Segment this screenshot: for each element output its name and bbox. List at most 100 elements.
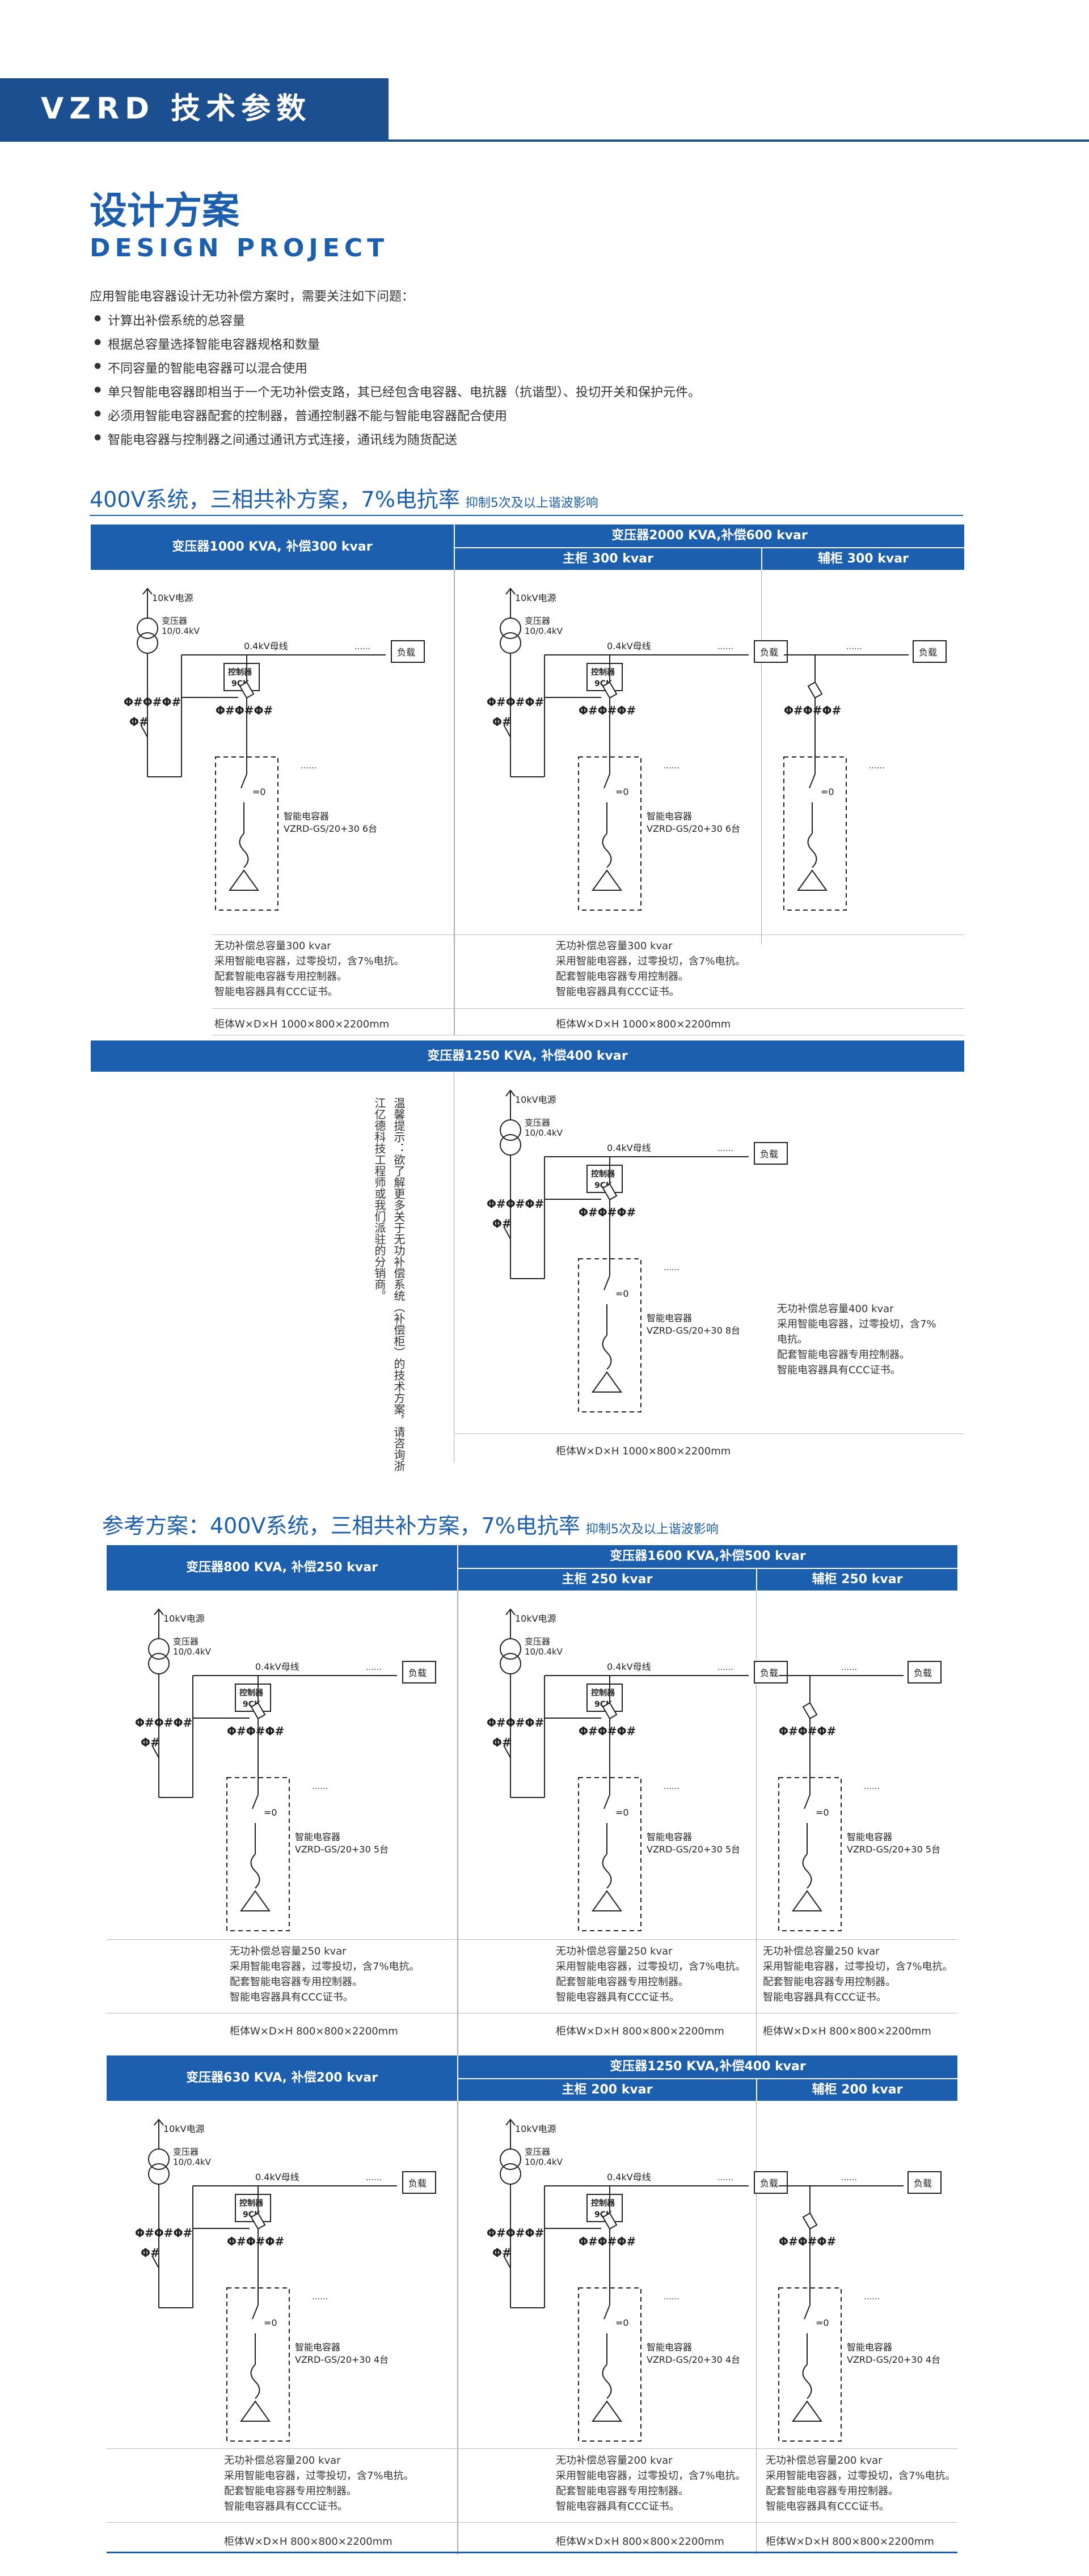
capacitor-model: VZRD-GS/20+30 5台 [295, 1844, 389, 1855]
fuse-symbol [807, 681, 823, 699]
ct-symbol: Φ#Φ#Φ# [135, 2226, 192, 2240]
arrow-icon [505, 1608, 516, 1615]
switch-label: =0 [816, 2317, 829, 2328]
dots: …… [841, 1663, 857, 1672]
controller-label: 控制器 [228, 667, 252, 677]
wiring-svg: 10kV电源变压器10/0.4kVΦ#Φ#Φ#Φ#0.4kV母线……负载控制器9… [487, 2118, 788, 2442]
switch-label: =0 [615, 1807, 629, 1818]
switch-contact [603, 1794, 610, 1809]
capacitor-box [578, 1258, 641, 1412]
transformer-coil [500, 617, 521, 639]
transformer-ratio: 10/0.4kV [525, 2157, 563, 2167]
reactor-symbol [602, 833, 612, 868]
capacitor-model: VZRD-GS/20+30 6台 [284, 823, 377, 834]
ct-symbol: Φ# [492, 1217, 512, 1230]
load-box [754, 2171, 788, 2194]
transformer-ratio: 10/0.4kV [525, 626, 563, 636]
reactor-symbol [807, 833, 817, 868]
column-divider [454, 570, 455, 1035]
section-title-en: DESIGN PROJECT [90, 234, 389, 263]
capacitor-label: 智能电容器 [284, 811, 329, 822]
transformer-label: 变压器 [173, 2147, 199, 2157]
section1-title: 400V系统，三相共补方案，7%电抗率抑制5次及以上谐波影响 [90, 482, 598, 513]
load-box [913, 640, 947, 663]
ct-symbol: Φ# [141, 2246, 160, 2260]
transformer-label: 变压器 [162, 616, 187, 626]
capacitor-model: VZRD-GS/20+30 5台 [847, 1844, 940, 1855]
switch-label: =0 [615, 2317, 629, 2328]
ct-symbol: Φ#Φ#Φ# [216, 704, 273, 717]
load-label: 负载 [760, 1149, 778, 1160]
dots: …… [864, 1782, 880, 1791]
dots: …… [366, 1663, 382, 1672]
dots: …… [664, 2292, 679, 2302]
transformer-label: 变压器 [173, 1636, 199, 1647]
load-label: 负载 [408, 1668, 427, 1678]
wiring-svg: 10kV电源变压器10/0.4kVΦ#Φ#Φ#Φ#0.4kV母线……负载控制器9… [487, 1608, 788, 1931]
cabinet-size: 柜体W×D×H 800×800×2200mm [766, 2536, 934, 2548]
controller-label: 控制器 [239, 1688, 264, 1698]
ct-symbol: Φ#Φ#Φ# [124, 695, 181, 709]
dots: …… [846, 642, 862, 652]
wiring-svg: 10kV电源变压器10/0.4kVΦ#Φ#Φ#Φ#0.4kV母线……负载控制器9… [124, 587, 425, 911]
row-divider [107, 2013, 957, 2014]
dots: …… [864, 2292, 880, 2302]
switch-contact [252, 2304, 259, 2320]
plan-bar-main-cabinet: 主柜 250 kvar [458, 1569, 756, 1591]
busbar-label: 0.4kV母线 [255, 1661, 299, 1672]
fuse-symbol [602, 1183, 618, 1201]
capacitor-symbol [592, 1371, 622, 1393]
section1-subtitle: 抑制5次及以上谐波影响 [465, 496, 598, 510]
dots: …… [717, 642, 733, 652]
capacitor-box [226, 2287, 290, 2442]
wiring-svg: ……负载=0……Φ#Φ#Φ# [783, 640, 947, 911]
load-label: 负载 [914, 1668, 932, 1678]
ct-symbol: Φ# [141, 1736, 160, 1749]
fuse-symbol [802, 1702, 818, 1720]
row-divider [107, 1939, 957, 1940]
dots: …… [366, 2173, 382, 2182]
busbar-label: 0.4kV母线 [244, 641, 288, 652]
source-label: 10kV电源 [163, 1613, 205, 1624]
capacitor-label: 智能电容器 [295, 2342, 340, 2353]
capacitor-symbol [592, 869, 622, 891]
switch-label: =0 [615, 786, 629, 797]
controller-label: 控制器 [591, 2198, 615, 2208]
capacitor-box [783, 756, 847, 911]
capacitor-label: 智能电容器 [847, 2342, 892, 2353]
fuse-symbol [250, 2212, 266, 2230]
load-label: 负载 [914, 2178, 932, 2189]
fuse-symbol [239, 681, 255, 699]
load-box [402, 2171, 436, 2194]
switch-contact [503, 1226, 511, 1240]
plan-bar-aux-cabinet: 辅柜 300 kvar [762, 548, 964, 570]
transformer-label: 变压器 [525, 616, 550, 626]
header-title: VZRD 技术参数 [41, 92, 312, 126]
plan-bar-1250kva: 变压器1250 KVA, 补偿400 kvar [91, 1040, 964, 1072]
ct-symbol: Φ#Φ#Φ# [487, 2226, 544, 2240]
fuse-symbol [602, 1702, 618, 1720]
bullet-item: 根据总容量选择智能电容器规格和数量 [94, 335, 320, 353]
plan-bar-2000kva: 变压器2000 KVA,补偿600 kvar [455, 524, 964, 547]
row-divider [213, 934, 964, 935]
switch-contact [804, 1794, 811, 1809]
cabinet-size: 柜体W×D×H 800×800×2200mm [556, 2536, 724, 2548]
load-box [754, 1661, 788, 1684]
bullet-item: 计算出补偿系统的总容量 [94, 311, 245, 329]
source-label: 10kV电源 [515, 593, 556, 603]
transformer-coil [148, 2163, 170, 2185]
ct-symbol: Φ#Φ#Φ# [579, 704, 636, 717]
reactor-symbol [602, 1854, 612, 1889]
source-label: 10kV电源 [515, 2124, 556, 2134]
switch-contact [252, 1794, 259, 1809]
capacitor-label: 智能电容器 [647, 811, 692, 822]
load-box [754, 1142, 788, 1165]
section1-title-text: 400V系统，三相共补方案，7%电抗率 [90, 487, 460, 512]
dots: …… [354, 642, 370, 652]
